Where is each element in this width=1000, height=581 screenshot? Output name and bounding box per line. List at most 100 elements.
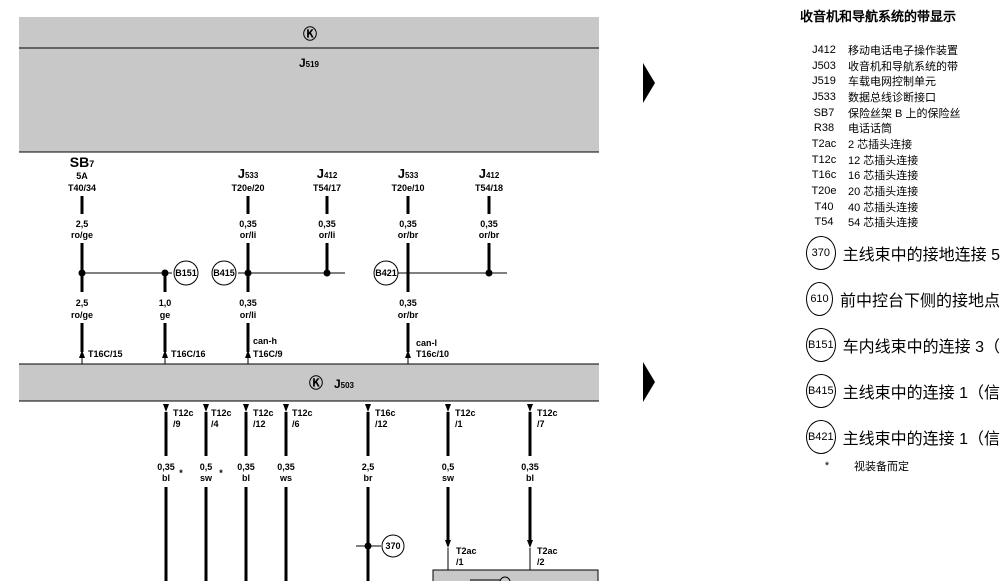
- top-component: J412 T54/18: [475, 166, 503, 193]
- connector-arrow-stems: [81, 358, 409, 364]
- bottom-connector-pin: /7: [537, 419, 545, 429]
- svg-text:T54/18: T54/18: [475, 183, 503, 193]
- bottom-connector-label: T12c: [253, 408, 274, 418]
- upper-wire-color: or/br: [479, 230, 500, 240]
- j519-label: J519: [299, 56, 320, 70]
- bottom-connector-label: T12c: [211, 408, 232, 418]
- legend-desc: 电话话筒: [848, 123, 892, 136]
- bottom-connector-label: T16c: [375, 408, 396, 418]
- top-component: J533 T20e/10: [391, 166, 424, 193]
- r38-microphone-icon: [499, 576, 511, 581]
- legend-code: T40: [814, 200, 834, 213]
- lower-wire-color: or/li: [240, 310, 257, 320]
- svg-text:T40/34: T40/34: [68, 183, 96, 193]
- upper-wire-size: 0,35: [480, 219, 498, 229]
- svg-text:370: 370: [385, 541, 400, 551]
- bottom-wire-size: 0,35: [157, 462, 175, 472]
- top-component: J533 T20e/20: [231, 166, 264, 193]
- lower-wire-size: 1,0: [159, 298, 172, 308]
- bus-wires: [80, 243, 507, 292]
- connector-label: T16C/16: [171, 349, 206, 359]
- bottom-wire-color: sw: [442, 473, 455, 483]
- svg-text:B151: B151: [175, 268, 197, 278]
- upper-wire-color: ro/ge: [71, 230, 93, 240]
- legend-title: 收音机和导航系统的带显示: [800, 9, 957, 24]
- bottom-wire-size: 0,35: [277, 462, 295, 472]
- can-h-label: can-h: [253, 336, 277, 346]
- legend-circle-code: 610: [806, 282, 833, 317]
- svg-text:T20e/10: T20e/10: [391, 183, 424, 193]
- junction-b151: B151: [173, 260, 199, 286]
- lower-wire-color: or/br: [398, 310, 419, 320]
- r38-connector-pin: /1: [456, 557, 464, 567]
- bottom-wire-size: 2,5: [362, 462, 375, 472]
- bottom-wire-size: 0,35: [237, 462, 255, 472]
- svg-text:J412: J412: [317, 166, 338, 181]
- ground-370: 370: [356, 534, 405, 558]
- j519-earth-symbol: Ⓚ: [303, 26, 317, 42]
- legend-desc: 收音机和导航系统的带: [848, 60, 958, 73]
- bottom-connector-pin: /6: [292, 419, 300, 429]
- legend-desc: 车载电网控制单元: [848, 76, 936, 89]
- bottom-connector-pin: /4: [211, 419, 219, 429]
- legend-desc: 车内线束中的连接 3（: [842, 339, 1000, 357]
- legend-desc: 40 芯插头连接: [848, 201, 919, 214]
- legend-code: R38: [813, 122, 835, 135]
- connector-arrows: [79, 350, 411, 358]
- bottom-connector-pin: /1: [455, 419, 463, 429]
- legend-desc: 主线束中的连接 1（信: [842, 385, 1000, 403]
- legend-desc: 2 芯插头连接: [848, 138, 913, 151]
- lower-wire-stubs: [80, 323, 410, 352]
- r38-microphone-box: [432, 569, 599, 581]
- legend-circle-code: 370: [806, 236, 836, 271]
- svg-text:B415: B415: [213, 268, 235, 278]
- bottom-wire-color: sw: [200, 473, 213, 483]
- legend-row: J533 数据总线诊断接口: [800, 89, 1000, 105]
- svg-text:J533: J533: [398, 166, 419, 181]
- bottom-connector-arrows: [163, 404, 533, 412]
- legend-code: SB7: [813, 106, 835, 119]
- bottom-wire-star: *: [219, 468, 223, 478]
- legend-code: T54: [814, 216, 834, 229]
- legend-code: J412: [812, 43, 836, 56]
- legend-code: T2ac: [811, 137, 837, 150]
- upper-wire-stubs: [80, 196, 491, 214]
- j503-unit-band: [19, 364, 599, 401]
- connector-label: T16C/15: [88, 349, 123, 359]
- legend-code: J519: [812, 75, 836, 88]
- bottom-connector-pin: /9: [173, 419, 181, 429]
- legend-desc: 数据总线诊断接口: [848, 91, 936, 104]
- svg-text:B421: B421: [375, 268, 397, 278]
- j503-label: J503: [334, 377, 355, 391]
- legend-desc: 视装备而定: [854, 461, 909, 474]
- r38-connector-pin: /2: [537, 557, 545, 567]
- r38-connector-label: T2ac: [537, 546, 558, 556]
- connector-label: T16C/9: [253, 349, 283, 359]
- bottom-connector-label: T12c: [537, 408, 558, 418]
- bottom-connector-pin: /12: [375, 419, 388, 429]
- legend-desc: 主线束中的接地连接 5: [842, 247, 1000, 265]
- bottom-wire-stubs: [164, 412, 532, 456]
- bottom-wire-size: 0,5: [442, 462, 455, 472]
- lower-wire-color: ro/ge: [71, 310, 93, 320]
- legend-circle-code: B415: [806, 374, 836, 409]
- legend-circle-code: B421: [806, 420, 836, 455]
- continuation-arrow-icon: [643, 362, 655, 402]
- legend-row: T2ac 2 芯插头连接: [800, 136, 1000, 152]
- j503-earth-symbol: Ⓚ: [309, 375, 323, 391]
- bottom-connector-label: T12c: [173, 408, 194, 418]
- svg-text:T20e/20: T20e/20: [231, 183, 264, 193]
- r38-connector-arrows: [445, 540, 533, 548]
- wiring-diagram: Ⓚ J519 SB7 5A T40/34 J533 T20e/20 J412 T…: [19, 17, 599, 581]
- lower-wire-color: ge: [160, 310, 171, 320]
- r38-connector-label: T2ac: [456, 546, 477, 556]
- junction-dots: [78, 269, 493, 277]
- legend-code: J533: [812, 90, 836, 103]
- svg-text:J412: J412: [479, 166, 500, 181]
- upper-wire-size: 2,5: [76, 219, 89, 229]
- legend-circle-row: B415 主线束中的连接 1（信: [800, 374, 1000, 409]
